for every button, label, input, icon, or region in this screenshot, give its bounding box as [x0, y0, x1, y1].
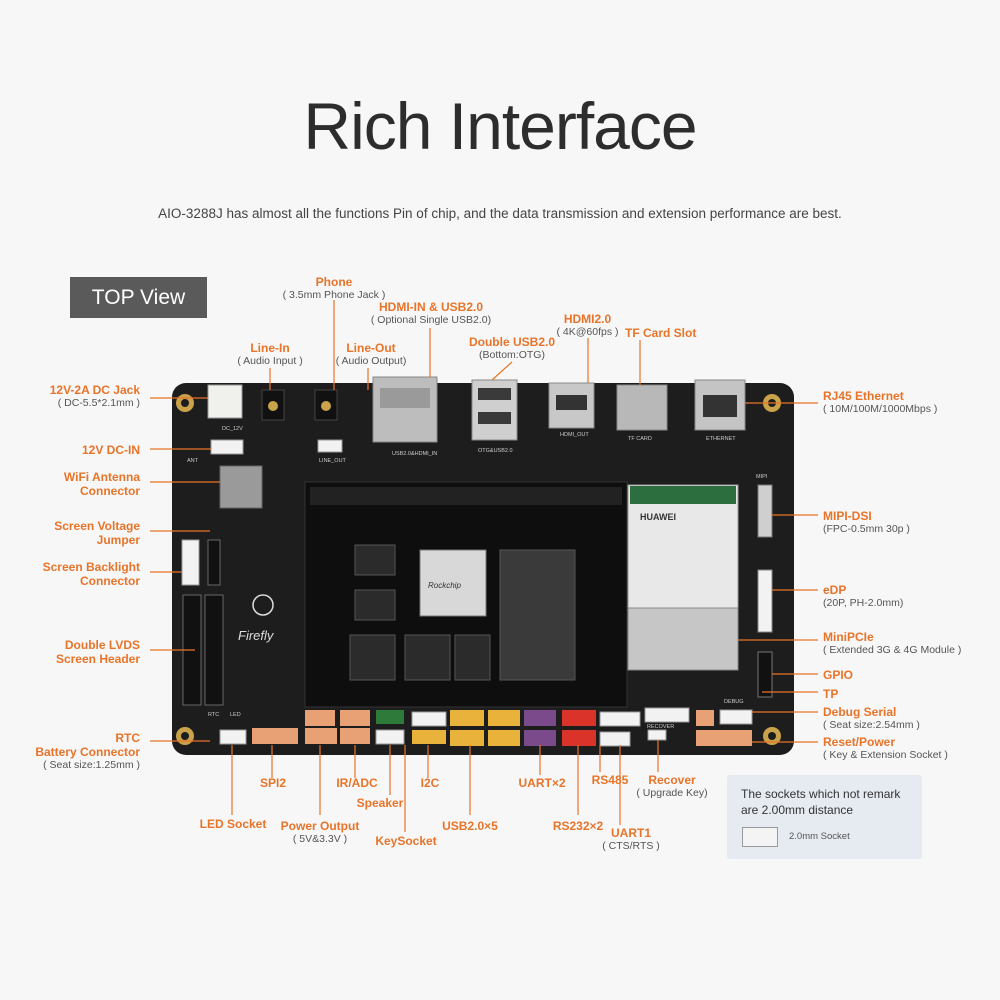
firefly-logo: Firefly: [238, 594, 275, 643]
silk-usb-hdmi: USB2.0&HDMI_IN: [392, 451, 437, 457]
label-hdmi2: HDMI2.0( 4K@60fps ): [556, 312, 619, 338]
socket-note-text: The sockets which not remark are 2.00mm …: [741, 787, 901, 817]
label-tp: TP: [823, 687, 839, 701]
soc-chip: [419, 549, 487, 617]
soc-brand: Rockchip: [428, 581, 461, 590]
page-title: Rich Interface: [303, 89, 697, 163]
page-subtitle: AIO-3288J has almost all the functions P…: [158, 206, 842, 221]
label-hdmi-in: HDMI-IN & USB2.0( Optional Single USB2.0…: [370, 300, 492, 326]
silk-eth: ETHERNET: [706, 436, 736, 442]
label-phone: Phone( 3.5mm Phone Jack ): [282, 275, 386, 301]
label-reset: Reset/Power( Key & Extension Socket ): [823, 735, 948, 761]
edp-header: [757, 569, 773, 633]
silk-mipi: MIPI: [756, 474, 768, 480]
socket-note-box: The sockets which not remark are 2.00mm …: [727, 775, 922, 859]
wifi-module: [219, 465, 263, 509]
label-line-in: Line-In( Audio Input ): [237, 341, 303, 367]
silk-debug: DEBUG: [724, 699, 744, 705]
dc-in-socket: [210, 439, 244, 455]
dc-jack: [207, 384, 243, 419]
label-mipi: MIPI-DSI(FPC-0.5mm 30p ): [823, 509, 910, 535]
label-uart2: UART×2: [518, 776, 566, 790]
silk-otg: OTG&USB2.0: [478, 448, 513, 454]
label-minipcie: MiniPCIe( Extended 3G & 4G Module ): [823, 630, 962, 656]
gpio-header: [757, 651, 773, 698]
label-keysocket: KeySocket: [375, 834, 437, 848]
silk-lineout: LINE_OUT: [319, 458, 347, 464]
silk-rtc: RTC: [208, 712, 219, 718]
label-uart1: UART1( CTS/RTS ): [602, 826, 660, 852]
silk-recover: RECOVER: [647, 724, 674, 730]
label-double-usb: Double USB2.0(Bottom:OTG): [468, 335, 555, 361]
label-rs485: RS485: [591, 773, 629, 787]
label-usb5: USB2.0×5: [442, 819, 498, 833]
voltage-jumper: [207, 539, 221, 586]
label-dc-in: 12V DC-IN: [81, 443, 140, 457]
leader-lines: [150, 300, 818, 832]
socket-icon: [742, 827, 778, 847]
label-ir-adc: IR/ADC: [336, 776, 378, 790]
silk-led: LED: [230, 712, 241, 718]
label-gpio: GPIO: [823, 668, 854, 682]
label-rj45: RJ45 Ethernet( 10M/100M/1000Mbps ): [823, 389, 938, 415]
silk-tf: TF CARD: [628, 436, 652, 442]
label-line-out: Line-Out( Audio Output): [335, 341, 407, 367]
label-tf-card: TF Card Slot: [625, 326, 697, 340]
label-i2c: I2C: [420, 776, 440, 790]
svg-text:Firefly: Firefly: [238, 628, 275, 643]
label-led: LED Socket: [199, 817, 267, 831]
module-brand: HUAWEI: [640, 512, 676, 522]
label-spi2: SPI2: [259, 776, 286, 790]
silk-ant: ANT: [187, 458, 199, 464]
tf-card-slot: [616, 384, 668, 431]
label-debug: Debug Serial( Seat size:2.54mm ): [823, 705, 920, 731]
label-dc-jack: 12V-2A DC Jack( DC-5.5*2.1mm ): [49, 383, 140, 409]
label-recover: Recover( Upgrade Key): [636, 773, 708, 799]
bottom-connectors: [219, 707, 753, 747]
socket-note-label: 2.0mm Socket: [789, 831, 850, 842]
label-rs232: RS232×2: [552, 819, 604, 833]
label-power-output: Power Output( 5V&3.3V ): [280, 819, 360, 845]
hdmi-usb-stack: [372, 376, 438, 443]
silk-dc: DC_12V: [222, 426, 243, 432]
label-speaker: Speaker: [356, 796, 404, 810]
backlight-connector: [181, 539, 200, 586]
silk-hdmi: HDMI_OUT: [560, 432, 589, 438]
label-edp: eDP(20P, PH-2.0mm): [823, 583, 904, 609]
mipi-fpc: [757, 484, 773, 538]
view-badge: TOP View: [70, 277, 207, 318]
